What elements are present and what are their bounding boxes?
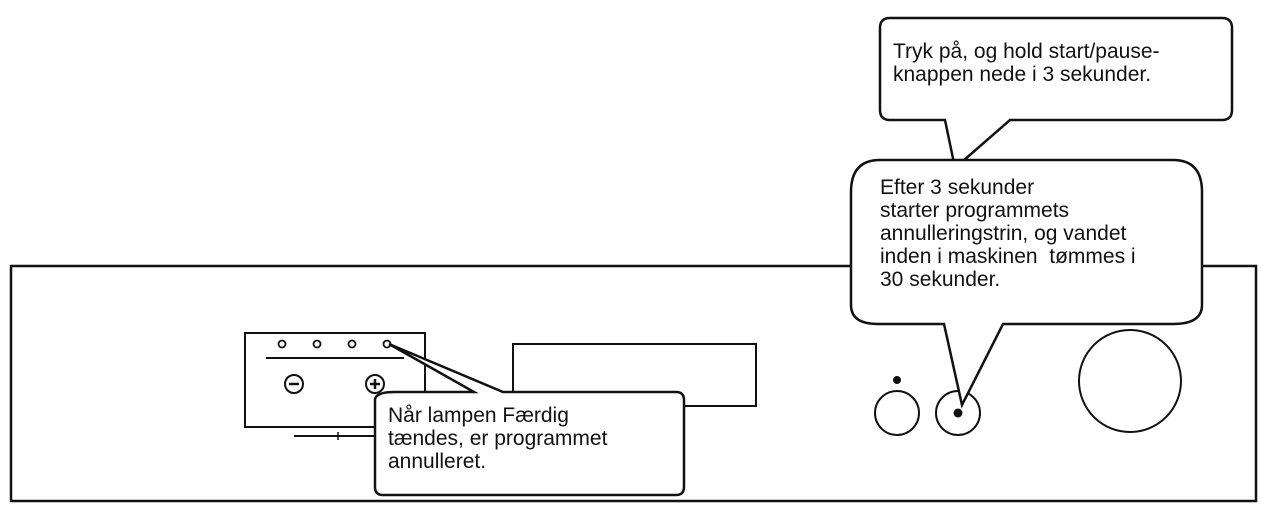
- indicator-dot: [893, 376, 901, 384]
- callout-after-seconds-line-1: Efter 3 sekunder: [880, 176, 1035, 199]
- callout-after-seconds-text: Efter 3 sekunder starter programmets ann…: [880, 176, 1136, 291]
- indicator-lamp-3: [347, 339, 357, 349]
- callout-after-seconds-line-3: annulleringstrin, og vandet: [880, 222, 1127, 245]
- control-panel-outline: [9, 264, 1258, 503]
- callout-lamp-done-line-1: Når lampen Færdig: [388, 404, 569, 427]
- callout-lamp-done-line-3: annulleret.: [388, 450, 487, 473]
- callout-hold-button-line-1: Tryk på, og hold start/pause-: [893, 40, 1160, 63]
- callout-hold-button-line-2: knappen nede i 3 sekunder.: [893, 63, 1152, 86]
- power-knob[interactable]: [1078, 329, 1182, 433]
- callout-after-seconds-line-4: inden i maskinen tømmes i: [880, 245, 1136, 268]
- start-pause-center: [953, 408, 963, 418]
- callout-lamp-done-line-2: tændes, er programmet: [388, 427, 608, 450]
- minus-button[interactable]: [284, 374, 304, 394]
- callout-after-seconds-line-2: starter programmets: [880, 199, 1070, 222]
- program-indicator-panel: [244, 332, 426, 428]
- indicator-lamp-1: [277, 339, 287, 349]
- callout-hold-button-text: Tryk på, og hold start/pause- knappen ne…: [893, 40, 1160, 86]
- callout-after-seconds-bubble: [849, 158, 1204, 409]
- indicator-lamp-2: [312, 339, 322, 349]
- callout-after-seconds-line-5: 30 sekunder.: [880, 268, 1001, 291]
- callout-lamp-done-text: Når lampen Færdig tændes, er programmet …: [388, 404, 607, 473]
- plus-button[interactable]: [365, 374, 385, 394]
- callout-lamp-done-bubble: [373, 342, 686, 497]
- program-button[interactable]: [874, 390, 920, 436]
